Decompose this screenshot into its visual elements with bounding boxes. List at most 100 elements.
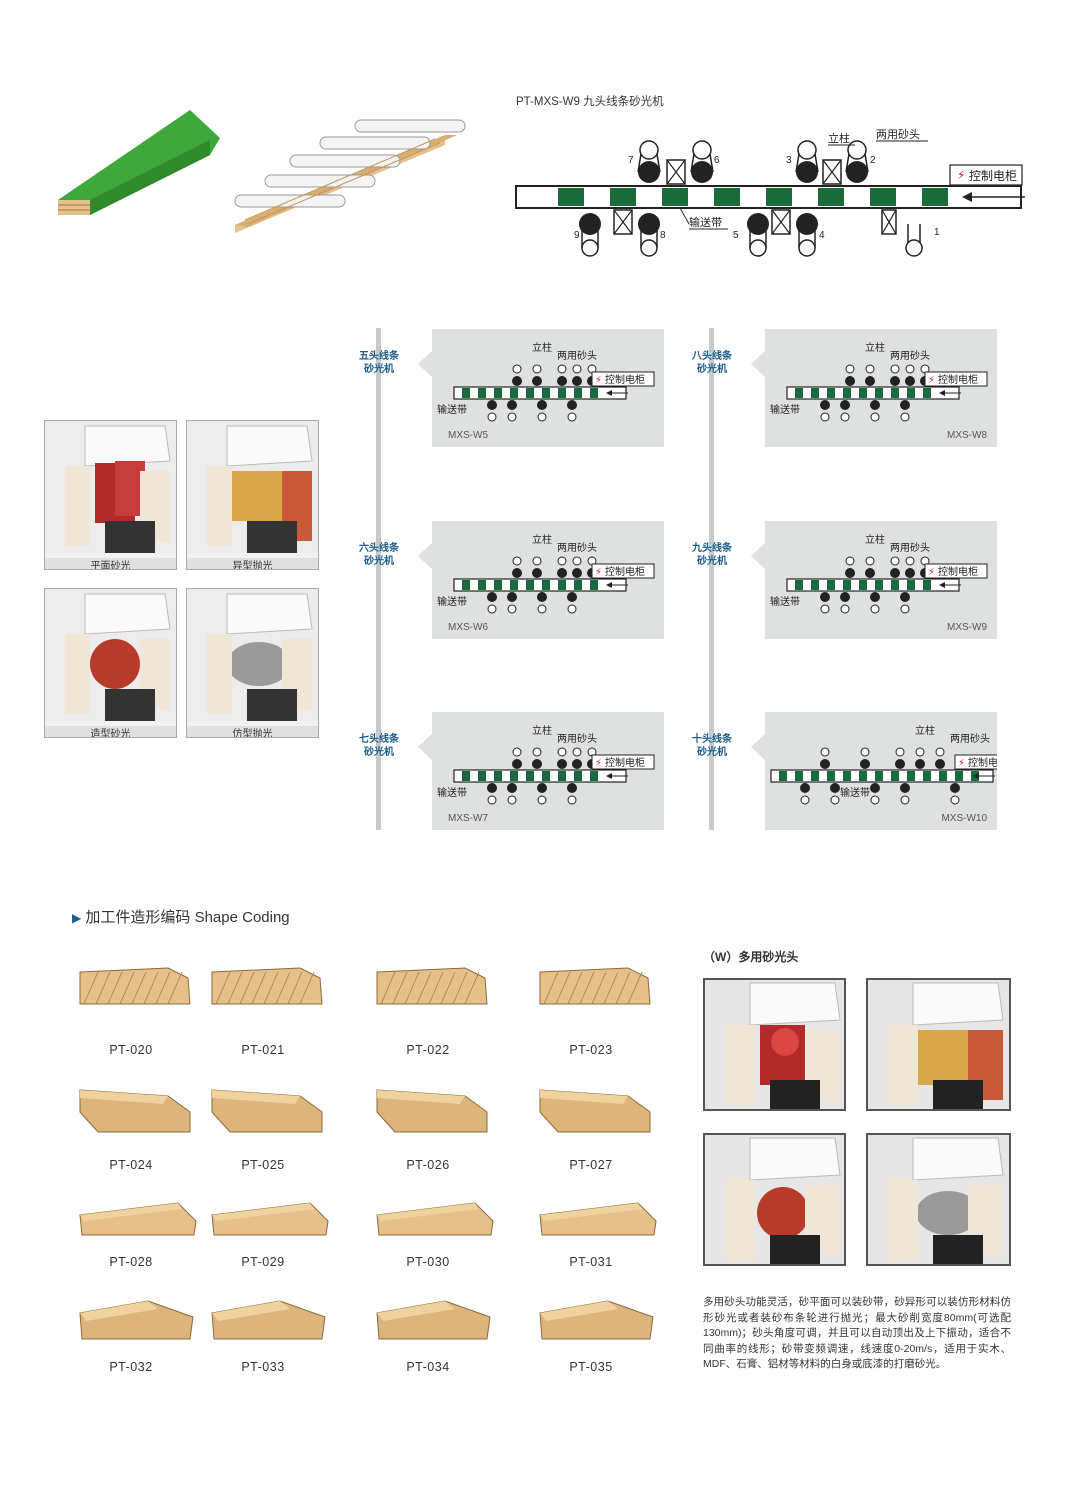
profile-shape [211, 1202, 329, 1236]
mini-label-dual-head: 两用砂头 [890, 541, 930, 554]
green-molding-illustration [58, 110, 220, 215]
shape-code-label: PT-020 [109, 1043, 153, 1057]
shape-code-label: PT-022 [406, 1043, 450, 1057]
shape-code-label: PT-028 [109, 1255, 153, 1269]
profile-shape [79, 1089, 191, 1133]
photo-caption: 平面砂光 [45, 558, 176, 569]
divider-bar [376, 328, 381, 830]
mini-label-post: 立柱 [865, 533, 885, 546]
head-photo-copy: 仿型抛光 [186, 588, 319, 738]
machine-diagram-panel: ⚡控制电柜 立柱两用砂头输送带 MXS-W5 [432, 329, 664, 447]
model-number: MXS-W5 [448, 430, 488, 441]
label-dual-head: 两用砂头 [876, 128, 920, 141]
profile-shape [211, 967, 323, 1005]
profile-shape [376, 1089, 488, 1133]
shape-code-label: PT-021 [241, 1043, 285, 1057]
mini-label-conveyor: 输送带 [437, 786, 467, 799]
multi-head-description: 多用砂头功能灵活，砂平面可以装砂带，砂异形可以装仿形材料仿形砂光或者装砂布条轮进… [703, 1296, 1011, 1370]
mini-label-control: 控制电柜 [938, 373, 978, 386]
svg-text:⚡: ⚡ [595, 375, 602, 386]
model-number: MXS-W7 [448, 813, 488, 824]
mini-label-conveyor: 输送带 [840, 786, 870, 799]
mini-label-conveyor: 输送带 [437, 403, 467, 416]
shape-code-label: PT-023 [569, 1043, 613, 1057]
panel-pointer [751, 349, 767, 379]
mini-label-dual-head: 两用砂头 [557, 349, 597, 362]
svg-text:⚡: ⚡ [928, 375, 935, 386]
svg-text:⚡: ⚡ [595, 758, 602, 769]
head-number: 5 [733, 230, 739, 241]
head-number: 7 [628, 155, 634, 166]
profile-shape [539, 967, 651, 1005]
head-number: 8 [660, 230, 666, 241]
multi-head-photo-2 [866, 978, 1011, 1111]
panel-pointer [418, 349, 434, 379]
head-number: 2 [870, 155, 876, 166]
head-number: 6 [714, 155, 720, 166]
model-number: MXS-W8 [947, 430, 987, 441]
multi-head-photo-4 [866, 1133, 1011, 1266]
mini-label-control: 控制电柜 [605, 373, 645, 386]
profile-shape [376, 1300, 491, 1340]
multi-head-photo-1 [703, 978, 846, 1111]
label-control: 控制电柜 [969, 169, 1017, 183]
profile-shape [211, 1089, 323, 1133]
head-number: 3 [786, 155, 792, 166]
model-number: MXS-W9 [947, 622, 987, 633]
mini-label-dual-head: 两用砂头 [890, 349, 930, 362]
mini-label-dual-head: 两用砂头 [557, 732, 597, 745]
mini-label-conveyor: 输送带 [770, 595, 800, 608]
diagram-side-label: 五头线条 砂光机 [359, 351, 399, 375]
mini-label-dual-head: 两用砂头 [950, 732, 990, 745]
mini-label-post: 立柱 [532, 341, 552, 354]
panel-pointer [751, 541, 767, 571]
roller-wood-illustration [234, 119, 466, 233]
divider-bar [709, 328, 714, 830]
photo-caption: 异型抛光 [187, 558, 318, 569]
shape-code-label: PT-024 [109, 1158, 153, 1172]
mini-label-post: 立柱 [915, 724, 935, 737]
profile-shape [376, 967, 488, 1005]
profile-shape [539, 1202, 657, 1236]
triangle-bullet-icon: ▶ [72, 911, 82, 925]
mini-label-control: 控制电柜 [605, 565, 645, 578]
diagram-side-label: 八头线条 砂光机 [692, 351, 732, 375]
svg-text:⚡: ⚡ [595, 567, 602, 578]
shape-code-label: PT-025 [241, 1158, 285, 1172]
mini-label-control: 控制电柜 [968, 756, 997, 769]
panel-pointer [418, 541, 434, 571]
profile-shape [79, 1202, 197, 1236]
profile-shape [539, 1089, 651, 1133]
label-post: 立柱 [828, 131, 850, 145]
profile-shape [376, 1202, 494, 1236]
shape-code-label: PT-034 [406, 1360, 450, 1374]
top-machine-diagram: 7 6 3 2 9 8 5 4 1 立柱 两用砂头 输送带 ⚡ 控制电柜 [515, 128, 1025, 257]
diagram-side-label: 六头线条 砂光机 [359, 543, 399, 567]
svg-text:⚡: ⚡ [957, 168, 965, 182]
shape-code-label: PT-031 [569, 1255, 613, 1269]
mini-label-post: 立柱 [532, 533, 552, 546]
profile-shape [79, 967, 191, 1005]
mini-label-post: 立柱 [532, 724, 552, 737]
profile-shape [539, 1300, 654, 1340]
panel-pointer [418, 732, 434, 762]
head-number: 4 [819, 230, 825, 241]
diagram-side-label: 九头线条 砂光机 [692, 543, 732, 567]
mini-label-control: 控制电柜 [938, 565, 978, 578]
shape-code-label: PT-027 [569, 1158, 613, 1172]
diagram-side-label: 十头线条 砂光机 [692, 734, 732, 758]
mini-label-post: 立柱 [865, 341, 885, 354]
photo-caption: 造型砂光 [45, 726, 176, 737]
svg-text:⚡: ⚡ [928, 567, 935, 578]
head-number: 1 [934, 227, 940, 238]
shape-code-label: PT-030 [406, 1255, 450, 1269]
